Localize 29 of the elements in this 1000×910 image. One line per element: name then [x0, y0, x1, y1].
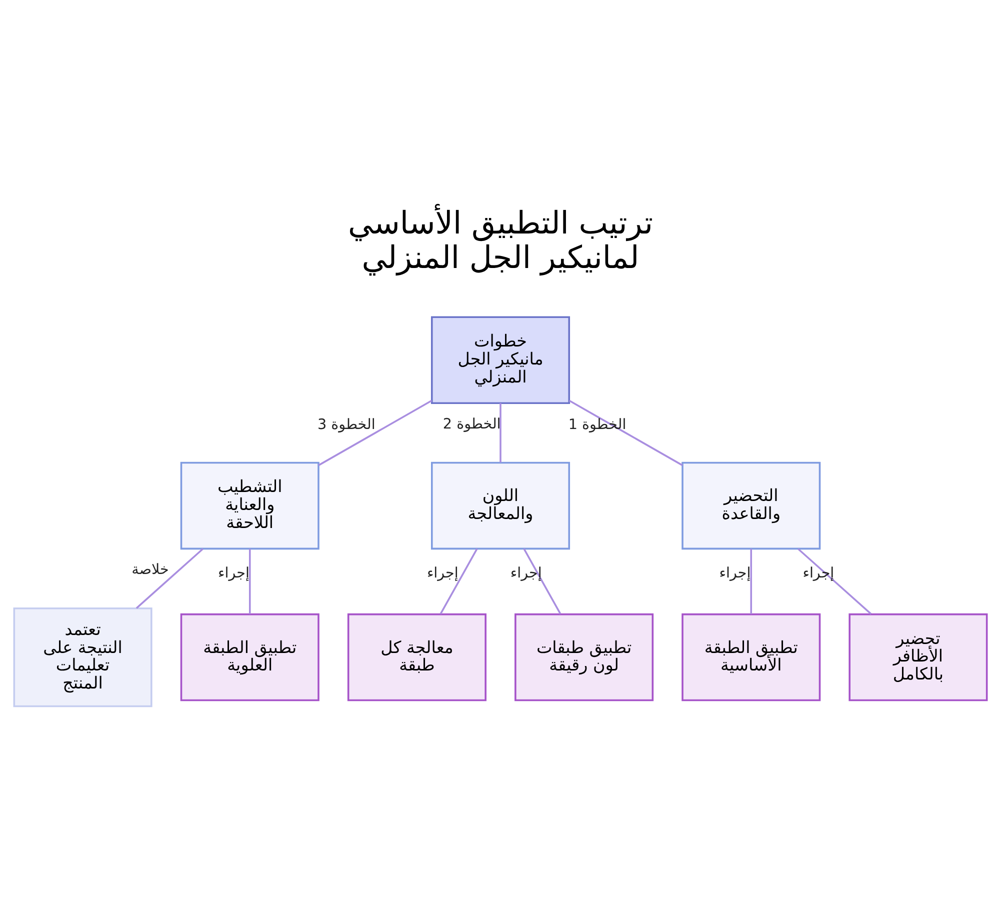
- edge-label: إجراء: [218, 565, 249, 582]
- edge-label: خلاصة: [131, 562, 168, 578]
- node-box: تحضير الأظافر بالكامل: [848, 613, 988, 702]
- connector: [797, 548, 872, 615]
- edge-label: إجراء: [426, 565, 458, 582]
- connector: [135, 548, 203, 609]
- node-box: التحضير والقاعدة: [681, 462, 820, 550]
- edge-label: إجراء: [718, 565, 750, 582]
- connector: [499, 403, 501, 462]
- node-box: تطبيق طبقات لون رقيقة: [514, 613, 654, 702]
- edge-label: إجراء: [802, 565, 834, 582]
- connector: [248, 548, 250, 614]
- edge-label: الخطوة 2: [442, 416, 500, 433]
- edge-label: الخطوة 3: [317, 416, 375, 433]
- diagram-title: ترتيب التطبيق الأساسي لمانيكير الجل المنزلي: [348, 205, 652, 276]
- node-box: تطبيق الطبقة العلوية: [180, 613, 319, 702]
- node-box: اللون والمعالجة: [430, 462, 570, 550]
- node-box: معالجة كل طبقة: [346, 613, 486, 702]
- connector: [750, 548, 752, 614]
- node-box: خطوات مانيكير الجل المنزلي: [430, 316, 570, 404]
- edge-label: الخطوة 1: [568, 416, 626, 433]
- node-box: التشطيب والعناية اللاحقة: [180, 462, 319, 550]
- connector: [568, 400, 682, 466]
- node-box: تطبيق الطبقة الأساسية: [681, 613, 820, 702]
- node-box: تعتمد النتيجة على تعليمات المنتج: [12, 607, 152, 708]
- edge-label: إجراء: [510, 565, 542, 582]
- connector: [522, 548, 561, 614]
- connector: [439, 548, 478, 614]
- connector: [318, 400, 432, 466]
